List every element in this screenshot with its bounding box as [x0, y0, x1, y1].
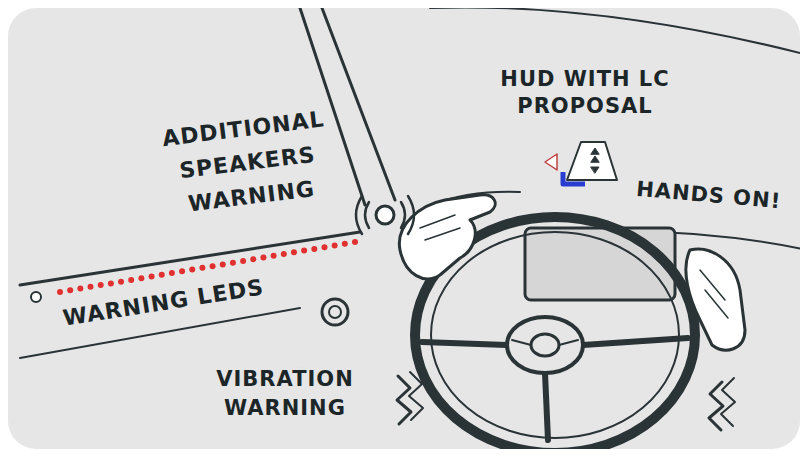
hud-left-arrow: [545, 154, 557, 170]
led-warning-label: WARNING LEDS: [61, 274, 266, 332]
wheel-logo: [531, 334, 559, 356]
steering-wheel: [431, 232, 679, 438]
hands-on-label: HANDS ON!: [635, 177, 782, 215]
warning-led: [260, 255, 266, 261]
warning-led: [189, 267, 195, 273]
warning-led: [230, 260, 236, 266]
warning-led: [332, 242, 338, 248]
dash-knob: [31, 292, 41, 302]
warning-led: [210, 263, 216, 269]
speaker-warning-label: ADDITIONAL SPEAKERS WARNING: [149, 101, 345, 225]
warning-led: [199, 265, 205, 271]
hud-icon: [545, 142, 617, 184]
vibration-warning-label: VIBRATION WARNING: [205, 365, 365, 424]
warning-led: [159, 272, 165, 278]
wheel-spoke: [545, 373, 548, 440]
wheel-hub: [507, 317, 583, 373]
warning-led: [118, 279, 124, 285]
warning-led: [169, 270, 175, 276]
warning-led: [311, 246, 317, 252]
warning-led: [149, 273, 155, 279]
sketch-lines: [20, 8, 800, 449]
hud-lane: [567, 142, 617, 180]
hud-lane-change-mark: [563, 172, 585, 184]
warning-led: [301, 248, 307, 254]
warning-led: [67, 287, 73, 293]
air-vent: [329, 306, 341, 318]
left-glove: [420, 215, 460, 240]
vibration-zigzag: [409, 372, 423, 420]
speaker-waves: [356, 196, 414, 234]
warning-led: [77, 286, 83, 292]
warning-led: [281, 251, 287, 257]
warning-led: [98, 282, 104, 288]
hud-label: HUD WITH LC PROPOSAL: [480, 66, 690, 121]
wheel-spoke: [583, 338, 688, 345]
right-glove: [700, 270, 728, 318]
warning-led: [342, 241, 348, 247]
warning-led: [128, 277, 134, 283]
hud-arrows: [591, 148, 599, 173]
warning-led: [352, 239, 358, 245]
vibration-zigzag: [721, 378, 735, 426]
warning-led: [250, 256, 256, 262]
right-glove: [686, 249, 745, 350]
warning-led: [220, 261, 226, 267]
wheel-logo: [512, 340, 578, 345]
warning-led: [271, 253, 277, 259]
speaker-icon: [376, 206, 394, 224]
dashboard-edge: [20, 232, 360, 285]
warning-led: [291, 249, 297, 255]
air-vent: [322, 299, 348, 325]
wheel-spoke: [422, 342, 507, 345]
warning-led: [240, 258, 246, 264]
vibration-zigzag: [397, 376, 411, 424]
vibration-zigzag: [709, 382, 723, 430]
warning-led: [179, 268, 185, 274]
warning-led: [138, 275, 144, 281]
warning-led: [57, 289, 63, 295]
warning-led: [108, 280, 114, 286]
windshield-edge: [430, 8, 800, 55]
warning-led: [88, 284, 94, 290]
a-pillar: [322, 8, 395, 200]
warning-led: [321, 244, 327, 250]
